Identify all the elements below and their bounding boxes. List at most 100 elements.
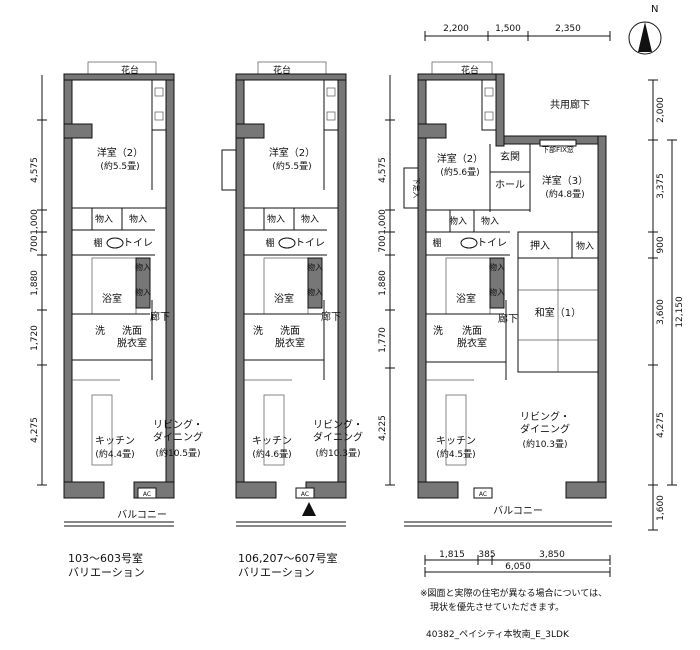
plan-a-balcony: バルコニー (117, 509, 167, 521)
plan-a-dim-4: 1,720 (30, 325, 40, 351)
plan-c-western-2-area: (約5.6畳) (440, 166, 479, 178)
plan-b-living-area: (約10.3畳) (315, 447, 360, 459)
note-line-2: 現状を優先させていただきます。 (430, 601, 564, 613)
plan-a-living: リビング・ダイニング (153, 418, 203, 444)
plan-c-right-dim-0: 2,000 (656, 97, 666, 123)
plan-c-living: リビング・ダイニング (520, 410, 570, 436)
plan-a-living-area: (約10.5畳) (155, 447, 200, 459)
plan-c-left-dim-1: 1,000 (378, 209, 388, 235)
plan-b-western: 洋室（2） (269, 146, 315, 159)
plan-b-storage-2: 物入 (301, 213, 319, 225)
plan-c-balcony: バルコニー (493, 505, 543, 517)
plan-c-left-dim-4: 1,770 (378, 327, 388, 353)
note-line-1: ※図面と実際の住宅が異なる場合については、 (420, 587, 607, 599)
plan-c-kitchen-area: (約4.5畳) (436, 448, 475, 460)
plan-b-toilet: トイレ (295, 238, 325, 249)
plan-c-western-3-area: (約4.8畳) (545, 188, 584, 200)
plan-c-wash: 洗 (433, 325, 443, 337)
plan-c-common-corridor: 共用廊下 (550, 98, 590, 111)
plan-c-right-dim-4: 4,275 (656, 412, 666, 438)
plan-c-toilet: トイレ (477, 238, 507, 249)
plan-b-planter: 花台 (273, 64, 291, 76)
plan-c-shoebox: 下足入 (412, 178, 420, 199)
plan-c-top-dim-1: 1,500 (495, 24, 521, 34)
plan-b-caption: 106,207～607号室バリエーション (238, 551, 337, 579)
plan-c-right-dim-5: 1,600 (656, 495, 666, 521)
plan-c-western-2: 洋室（2） (437, 152, 483, 165)
plan-c-storage-1: 物入 (449, 215, 467, 227)
plan-b: 花台 AC 洋室（2） (約5.5畳) 物入 物入 (221, 61, 363, 579)
plan-a-storage-4: 物入 (135, 287, 151, 297)
plan-c-total-height: 12,150 (675, 296, 685, 328)
plan-b-wash: 洗 (253, 325, 263, 337)
plan-b-living: リビング・ダイニング (313, 418, 363, 444)
plan-c-left-dim-0: 4,575 (378, 157, 388, 183)
plan-c-bottom-dim-2: 3,850 (539, 550, 565, 560)
plan-c-storage-4: 物入 (489, 287, 505, 297)
plan-a-wash: 洗 (95, 325, 105, 337)
plan-c-left-dim-3: 1,880 (378, 270, 388, 296)
plan-c-hall: ホール (495, 179, 525, 191)
plan-c-top-dim-0: 2,200 (443, 24, 469, 34)
plan-a-kitchen-area: (約4.4畳) (95, 448, 134, 460)
plan-a-caption: 103～603号室バリエーション (68, 551, 145, 579)
plan-c-right-dim-1: 3,375 (656, 173, 666, 199)
plan-c-kitchen: キッチン (436, 435, 476, 447)
plan-c-fix-window: 下部FIX窓 (542, 145, 574, 154)
plan-c-washitsu: 和室（1） (535, 306, 581, 319)
plan-a-storage-1: 物入 (95, 213, 113, 225)
plan-c-washroom: 洗面脱衣室 (457, 325, 487, 350)
plan-a-dim-5: 4,275 (30, 417, 40, 443)
plan-c-bottom-dim-0: 1,815 (439, 550, 465, 560)
plan-b-corridor: 廊下 (321, 310, 341, 323)
plan-c: N 2,200 1,500 2,350 4,575 1,000 700 1,88… (378, 4, 685, 577)
plan-c-living-area: (約10.3畳) (522, 438, 567, 450)
plan-c-entrance: 玄関 (500, 150, 520, 163)
plan-c-planter: 花台 (461, 64, 479, 76)
plan-c-oshiire: 押入 (530, 239, 550, 252)
plan-c-corridor: 廊下 (498, 312, 518, 325)
plan-a-storage-3: 物入 (135, 262, 151, 272)
plan-c-right-dim-2: 900 (656, 236, 666, 253)
plan-a-dim-3: 1,880 (30, 270, 40, 296)
plan-a-washroom: 洗面脱衣室 (117, 325, 147, 350)
plan-c-left-dim-2: 700 (378, 235, 388, 252)
plan-c-storage-5: 物入 (576, 240, 594, 252)
plan-a-dim-1: 1,000 (30, 209, 40, 235)
plan-a-toilet: トイレ (123, 238, 153, 249)
plan-a: 4,575 1,000 700 1,880 1,720 4,275 花台 (30, 61, 203, 579)
plan-b-western-area: (約5.5畳) (272, 160, 311, 172)
plan-b-storage-1: 物入 (267, 213, 285, 225)
plan-a-dim-2: 700 (30, 235, 40, 252)
plan-a-planter: 花台 (121, 64, 139, 76)
plan-c-bath: 浴室 (456, 292, 476, 305)
plan-b-storage-3: 物入 (307, 262, 323, 272)
plan-a-shelf: 棚 (93, 237, 102, 249)
plan-b-shelf: 棚 (265, 237, 274, 249)
plan-b-ac: AC (301, 491, 309, 498)
plan-b-washroom: 洗面脱衣室 (275, 325, 305, 350)
plan-c-left-dim-5: 4,225 (378, 415, 388, 441)
plan-c-storage-3: 物入 (489, 262, 505, 272)
plan-c-shelf: 棚 (432, 237, 441, 249)
plan-a-corridor: 廊下 (150, 310, 170, 323)
plan-b-kitchen-area: (約4.6畳) (252, 448, 291, 460)
plan-c-bottom-dim-1: 385 (478, 550, 495, 560)
footer-code: 40382_ペイシティ本牧南_E_3LDK (426, 628, 570, 640)
plan-a-dim-0: 4,575 (30, 157, 40, 183)
entrance-marker-icon (302, 502, 316, 516)
plan-b-bath: 浴室 (274, 292, 294, 305)
plan-c-right-dim-3: 3,600 (656, 299, 666, 325)
plan-b-storage-4: 物入 (307, 287, 323, 297)
plan-b-kitchen: キッチン (252, 435, 292, 447)
plan-a-kitchen: キッチン (95, 435, 135, 447)
plan-c-western-3: 洋室（3） (542, 174, 588, 187)
plan-c-total-width: 6,050 (505, 562, 531, 572)
north-label: N (651, 4, 658, 15)
plan-a-western: 洋室（2） (97, 146, 143, 159)
plan-a-western-area: (約5.5畳) (100, 160, 139, 172)
plan-a-bath: 浴室 (102, 292, 122, 305)
plan-a-ac: AC (143, 491, 151, 498)
north-compass-icon: N (628, 4, 662, 55)
